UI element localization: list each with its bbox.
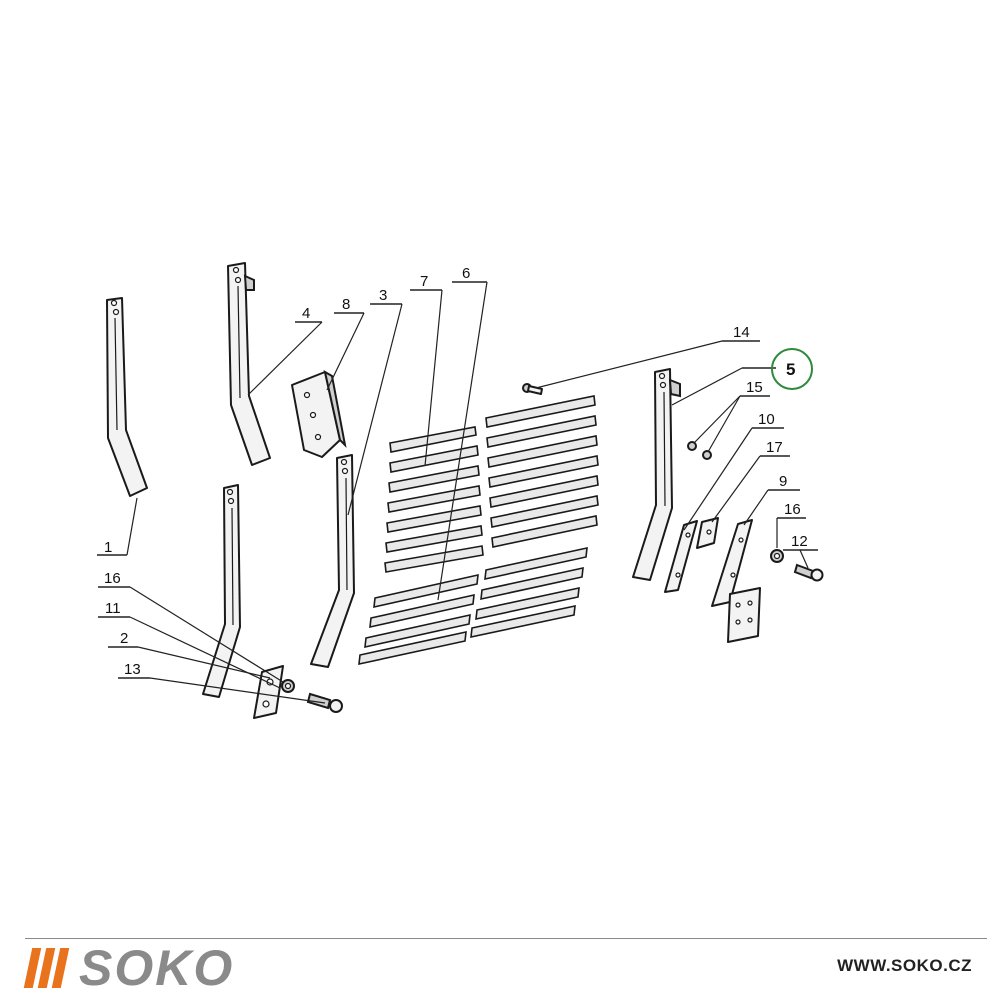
label-8: 8 <box>342 296 350 313</box>
slat-column-right <box>470 395 599 639</box>
label-10: 10 <box>758 411 775 428</box>
part-5-upright-leg <box>632 368 681 581</box>
part-16-nut-right <box>770 549 784 563</box>
label-1: 1 <box>104 539 112 556</box>
part-12-bolt <box>793 563 824 582</box>
part-13-bolt <box>306 692 343 713</box>
part-10-plate <box>664 520 698 593</box>
brand-name: SOKO <box>79 940 235 996</box>
label-3: 3 <box>379 287 387 304</box>
part-4-upright-leg <box>227 262 271 466</box>
leader-lines <box>97 281 818 704</box>
label-6: 6 <box>462 265 470 282</box>
part-3-upright-leg <box>310 454 355 668</box>
footer-divider <box>25 938 987 939</box>
part-9-foot-bracket <box>711 519 761 643</box>
website-url[interactable]: WWW.SOKO.CZ <box>837 956 972 975</box>
label-9: 9 <box>779 473 787 490</box>
part-1-upright-leg <box>106 297 148 497</box>
label-11: 11 <box>105 600 121 617</box>
exploded-parts-diagram: 1 4 8 3 7 6 14 5 15 10 17 9 16 12 16 11 … <box>97 262 824 719</box>
part-6-7-slat-panel <box>358 395 599 666</box>
part-2-upright-leg <box>202 484 241 698</box>
brand-logo: SOKO <box>23 940 235 996</box>
label-2: 2 <box>120 630 128 647</box>
part-15-nuts <box>687 441 712 460</box>
label-12: 12 <box>791 533 808 550</box>
three-slanted-bars-icon <box>23 948 70 988</box>
label-15: 15 <box>746 379 763 396</box>
label-5: 5 <box>786 360 795 379</box>
part-11-base-plate <box>253 665 295 719</box>
part-17-plate <box>696 517 719 549</box>
part-14-bolt <box>522 383 543 395</box>
label-16-right: 16 <box>784 501 801 518</box>
part-8-bracket <box>291 370 347 458</box>
label-4: 4 <box>302 305 310 322</box>
label-7: 7 <box>420 273 428 290</box>
part-labels: 1 4 8 3 7 6 14 5 15 10 17 9 16 12 16 11 … <box>104 265 808 678</box>
slat-column-left <box>358 426 484 666</box>
label-17: 17 <box>766 439 783 456</box>
label-13: 13 <box>124 661 141 678</box>
highlight-circle <box>771 348 813 390</box>
label-14: 14 <box>733 324 750 341</box>
label-16-left: 16 <box>104 570 121 587</box>
